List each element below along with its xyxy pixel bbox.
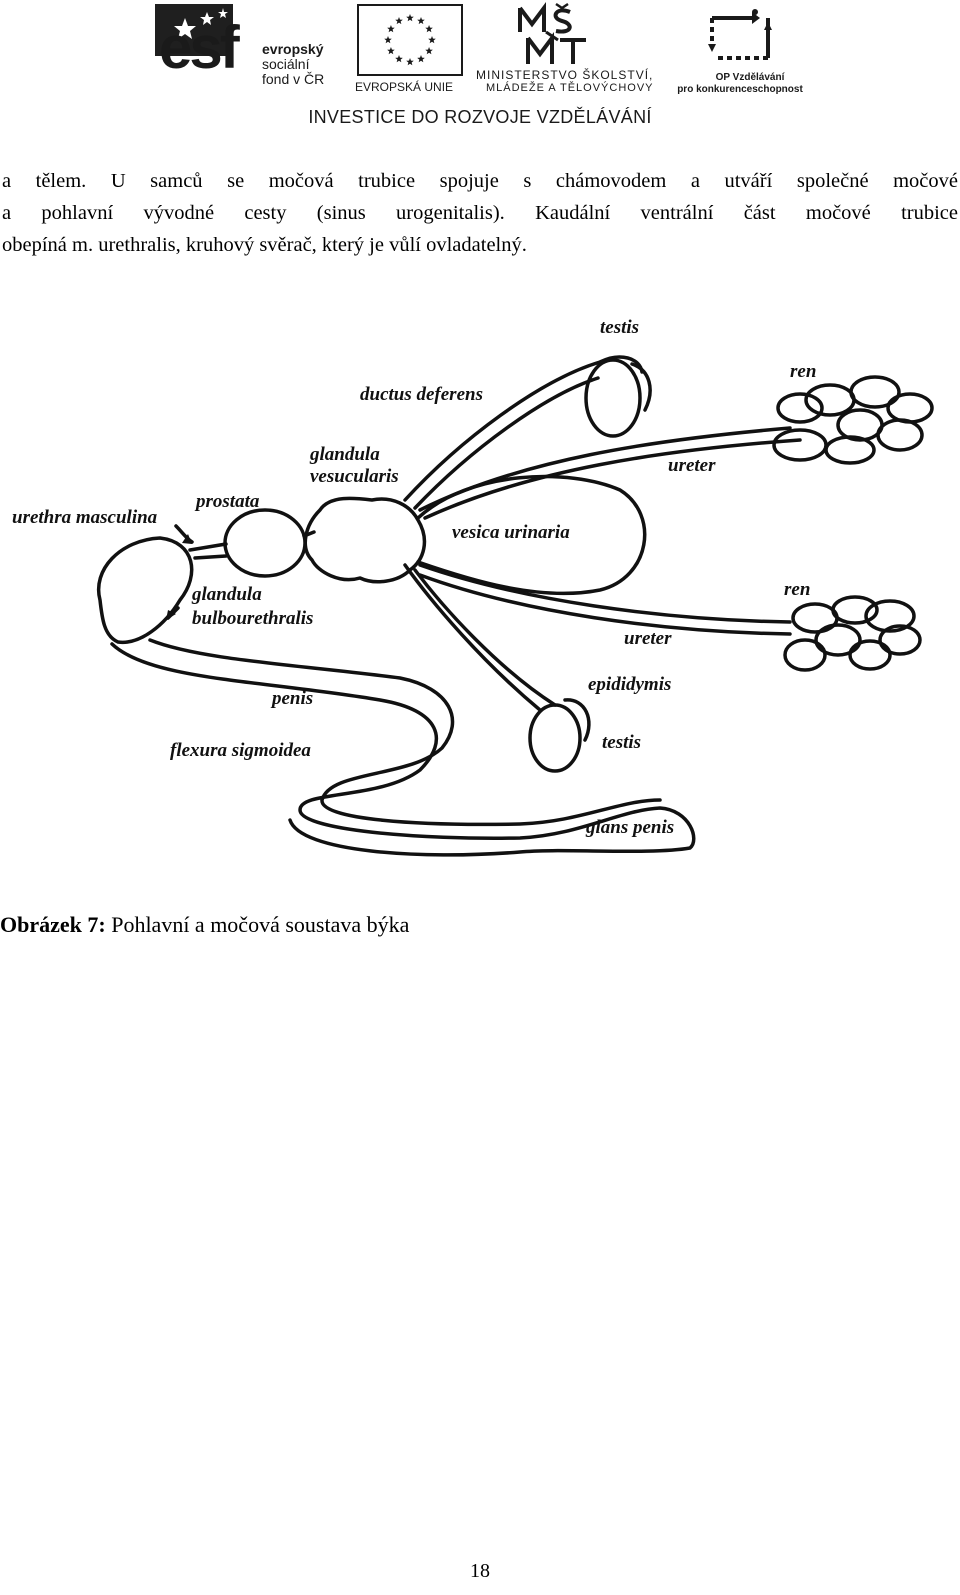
label-testis-top: testis bbox=[600, 317, 640, 338]
eu-logo: EVROPSKÁ UNIE bbox=[355, 4, 467, 94]
op-line2: pro konkurenceschopnost bbox=[677, 84, 803, 95]
penis-inner bbox=[148, 638, 662, 827]
msmt-mark-icon bbox=[518, 1, 586, 64]
label-ren-top: ren bbox=[790, 361, 817, 382]
msmt-line2: MLÁDEŽE A TĚLOVÝCHOVY bbox=[486, 82, 654, 94]
body-paragraph: a tělem. U samců se močová trubice spoju… bbox=[2, 165, 958, 261]
ductus-deferens-lower-2 bbox=[413, 568, 557, 707]
op-logo: OP Vzdělávání pro konkurenceschopnost bbox=[677, 2, 805, 97]
caption-text: Pohlavní a močová soustava býka bbox=[105, 912, 410, 937]
eu-flag-icon bbox=[357, 4, 463, 76]
ductus-deferens-upper-2 bbox=[413, 376, 600, 510]
penis-outer bbox=[110, 642, 696, 857]
eu-star bbox=[425, 47, 433, 55]
epididymis-top bbox=[630, 362, 652, 412]
label-ren-bottom: ren bbox=[784, 579, 811, 600]
label-flexura-sigmoidea: flexura sigmoidea bbox=[170, 740, 311, 761]
bladder-outline bbox=[416, 474, 647, 596]
label-ureter-bottom: ureter bbox=[624, 628, 672, 649]
header-logos: esf evropský sociální fond v ČR EVROPSKÁ… bbox=[0, 0, 960, 135]
anatomy-figure: testis ren ductus deferens glandula vesu… bbox=[0, 300, 960, 880]
label-glans-penis: glans penis bbox=[586, 817, 675, 838]
esf-logo: esf evropský sociální fond v ČR bbox=[155, 4, 350, 94]
body-line-1: a tělem. U samců se močová trubice spoju… bbox=[2, 170, 958, 192]
page-number: 18 bbox=[470, 1560, 490, 1582]
header-tagline: INVESTICE DO ROZVOJE VZDĚLÁVÁNÍ bbox=[308, 107, 652, 127]
label-epididymis: epididymis bbox=[588, 674, 672, 695]
eu-star bbox=[395, 16, 403, 25]
urethra-tube-upper bbox=[188, 542, 228, 552]
label-glandula-vesucularis-2: vesucularis bbox=[310, 466, 399, 487]
esf-wordmark: esf bbox=[159, 14, 240, 81]
esf-line3: fond v ČR bbox=[262, 71, 325, 87]
prostate-outline bbox=[223, 508, 307, 578]
label-glandula-bulbourethralis-1: glandula bbox=[192, 584, 262, 605]
label-vesica-urinaria: vesica urinaria bbox=[452, 522, 570, 543]
msmt-line1: MINISTERSTVO ŠKOLSTVÍ, bbox=[476, 68, 654, 82]
eu-star bbox=[387, 25, 395, 33]
bulbourethral-outline bbox=[96, 536, 194, 644]
msmt-logo: MINISTERSTVO ŠKOLSTVÍ, MLÁDEŽE A TĚLOVÝC… bbox=[476, 1, 676, 97]
label-ureter-top: ureter bbox=[668, 455, 716, 476]
esf-line2: sociální bbox=[262, 56, 310, 72]
label-urethra-masculina: urethra masculina bbox=[12, 507, 158, 528]
ductus-deferens-upper bbox=[403, 355, 644, 502]
eu-star bbox=[425, 25, 433, 33]
eu-star bbox=[384, 36, 392, 44]
ureter-bottom-1 bbox=[418, 563, 792, 624]
epididymis-bottom bbox=[563, 698, 591, 742]
label-prostata: prostata bbox=[196, 491, 260, 512]
kidney-top-lobes bbox=[772, 375, 934, 465]
eu-star bbox=[406, 14, 414, 22]
label-glandula-bulbourethralis-2: bulbourethralis bbox=[192, 608, 314, 629]
body-line-3: obepíná m. urethralis, kruhový svěrač, k… bbox=[2, 234, 527, 256]
esf-line1: evropský bbox=[262, 41, 324, 57]
ureter-bottom-2 bbox=[418, 573, 792, 636]
eu-star bbox=[406, 58, 414, 66]
figure-caption: Obrázek 7: Pohlavní a močová soustava bý… bbox=[0, 912, 409, 938]
eu-star bbox=[395, 55, 403, 63]
esf-stars-block bbox=[155, 4, 233, 56]
label-testis-bottom: testis bbox=[602, 732, 642, 753]
label-glandula-vesucularis-1: glandula bbox=[310, 444, 380, 465]
ductus-deferens-lower bbox=[403, 563, 542, 712]
eu-star bbox=[428, 36, 436, 44]
op-mark-icon bbox=[708, 9, 772, 60]
op-line1: OP Vzdělávání bbox=[715, 72, 785, 83]
esf-caption: evropský sociální fond v ČR bbox=[262, 42, 324, 87]
body-line-2: a pohlavní vývodné cesty (sinus urogenit… bbox=[2, 202, 958, 224]
anatomy-drawing bbox=[96, 355, 934, 857]
caption-label: Obrázek 7: bbox=[0, 912, 106, 937]
testis-top-outline bbox=[584, 358, 642, 438]
eu-caption: EVROPSKÁ UNIE bbox=[355, 80, 454, 94]
eu-star bbox=[417, 16, 425, 25]
prostate-to-gland-tube bbox=[302, 530, 316, 538]
ureter-top-2 bbox=[423, 438, 802, 520]
label-ductus-deferens: ductus deferens bbox=[360, 384, 483, 405]
testis-bottom-outline bbox=[528, 703, 582, 773]
label-penis: penis bbox=[272, 688, 314, 709]
ureter-top-1 bbox=[418, 426, 792, 512]
urethra-tube-lower bbox=[193, 554, 228, 560]
eu-star bbox=[387, 47, 395, 55]
kidney-bottom-lobes bbox=[783, 595, 922, 672]
eu-star bbox=[417, 55, 425, 63]
